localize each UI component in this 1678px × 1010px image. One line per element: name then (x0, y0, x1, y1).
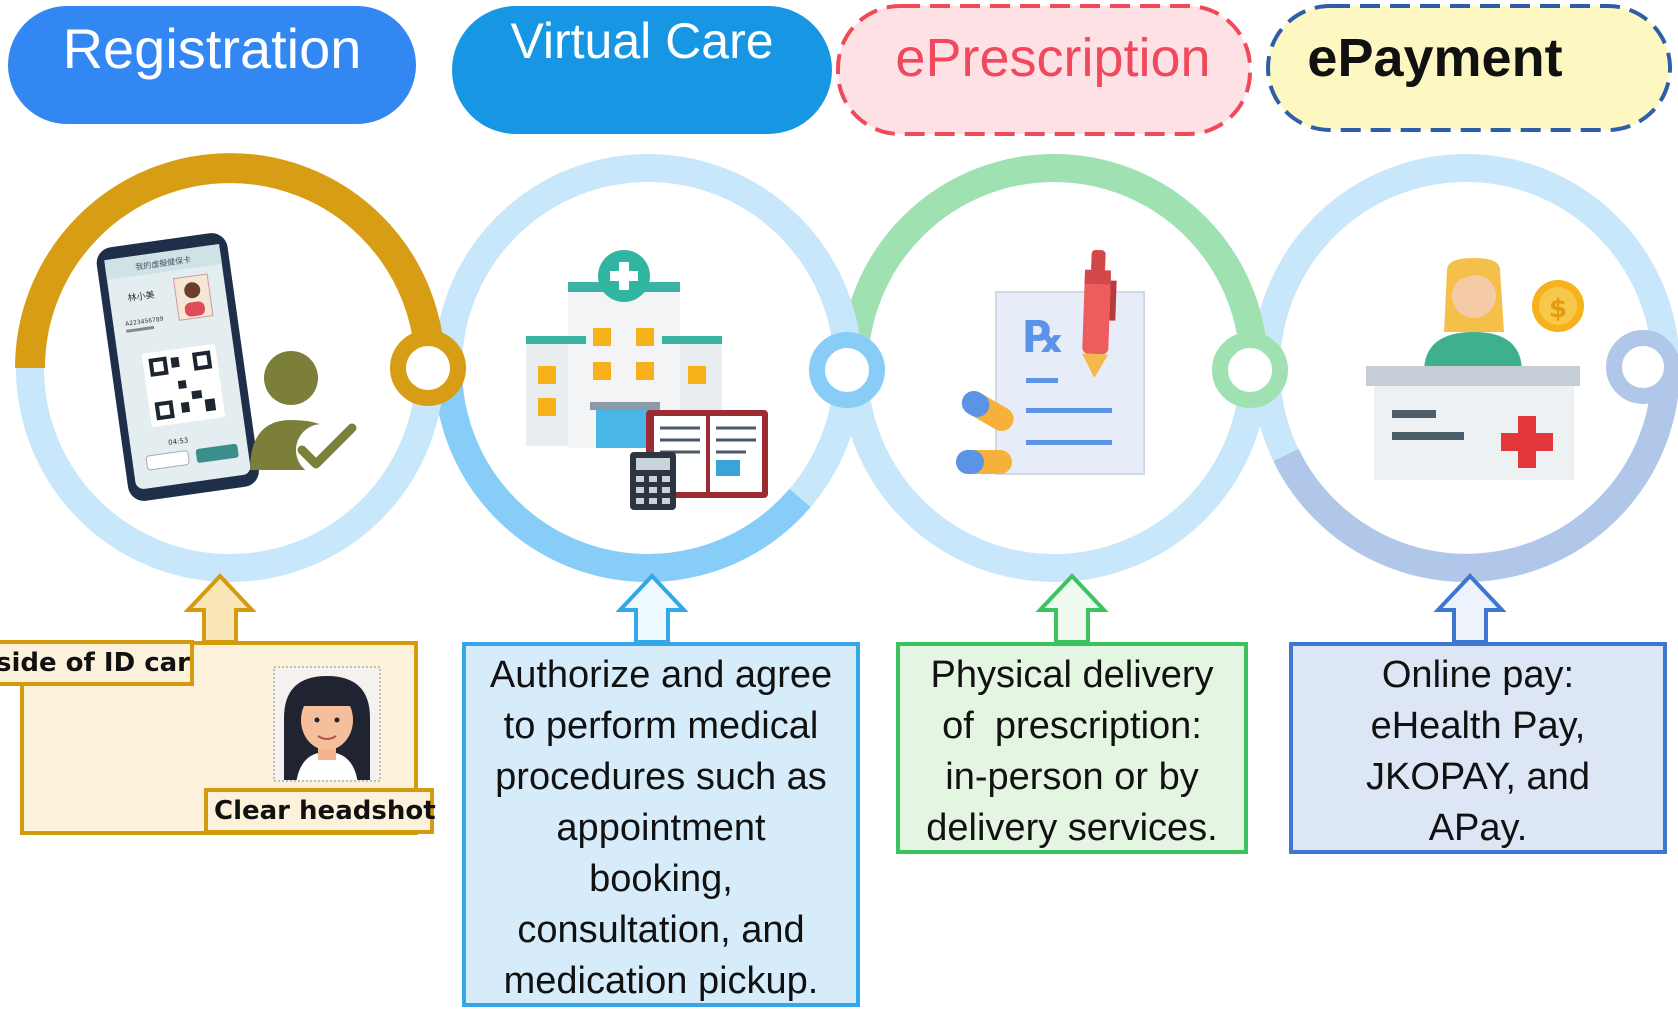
eprescription-caption: Physical delivery of prescription: in-pe… (896, 642, 1248, 854)
phone-timer: 04:53 (168, 436, 189, 447)
eprescription-title: ePrescription (895, 28, 1210, 88)
step-pill-eprescription: ePrescription (836, 4, 1252, 136)
arrow-registration (183, 573, 257, 644)
arrow-eprescription (1035, 573, 1109, 644)
epayment-pill-shape (1266, 4, 1672, 132)
step-pill-registration: Registration (8, 6, 416, 124)
caption-line: Online pay: (1381, 654, 1575, 696)
epayment-title: ePayment (1307, 28, 1562, 88)
ring-registration (15, 153, 466, 582)
caption-line: of prescription: (942, 705, 1202, 747)
registration-pill-shape (8, 6, 416, 124)
step-pill-virtual-care: Virtual Care (452, 6, 832, 134)
step-pill-epayment: ePayment (1266, 4, 1672, 132)
caption-line: medication pickup. (503, 960, 819, 1002)
registration-title: Registration (63, 17, 362, 80)
caption-line: Authorize and agree (489, 654, 833, 696)
caption-line: eHealth Pay, (1370, 705, 1586, 747)
svg-text:$: $ (1549, 294, 1567, 324)
caption-line: to perform medical (503, 705, 819, 747)
phone-qr-id-card-icon: 我的虛擬健保卡 林小美 A223456789 (96, 233, 357, 501)
headshot-label: Clear headshot (204, 788, 436, 834)
svg-text:℞: ℞ (1024, 312, 1063, 363)
connector-node-eprescription (1212, 332, 1288, 408)
connector-node-virtual-care (809, 332, 885, 408)
prescription-pad-icon: ℞ (956, 249, 1145, 475)
phone-card-name: 林小美 (127, 289, 155, 305)
payment-cashier-icon: $ (1366, 258, 1584, 480)
hospital-building-icon (526, 250, 768, 510)
caption-line: delivery services. (926, 807, 1218, 849)
arrow-virtual-care (615, 573, 689, 644)
caption-line: appointment (556, 807, 766, 849)
connector-node-epayment (1606, 330, 1678, 404)
caption-line: in-person or by (945, 756, 1199, 798)
caption-line: Physical delivery (930, 654, 1214, 696)
epayment-caption: Online pay: eHealth Pay, JKOPAY, and APa… (1289, 642, 1667, 854)
headshot-portrait-icon (284, 676, 370, 780)
caption-line: booking, (589, 858, 733, 900)
virtual-care-caption: Authorize and agree to perform medical p… (462, 642, 860, 1007)
virtual-care-title: Virtual Care (510, 13, 773, 69)
connector-node-registration (390, 330, 466, 406)
virtual-care-pill-shape (452, 6, 832, 134)
eprescription-pill-shape (836, 4, 1252, 136)
caption-line: procedures such as (495, 756, 827, 798)
arrow-epayment (1433, 573, 1507, 644)
caption-line: consultation, and (517, 909, 805, 951)
caption-line: JKOPAY, and (1366, 756, 1590, 798)
id-card-side-label: side of ID card (0, 640, 194, 686)
caption-line: APay. (1428, 807, 1528, 849)
